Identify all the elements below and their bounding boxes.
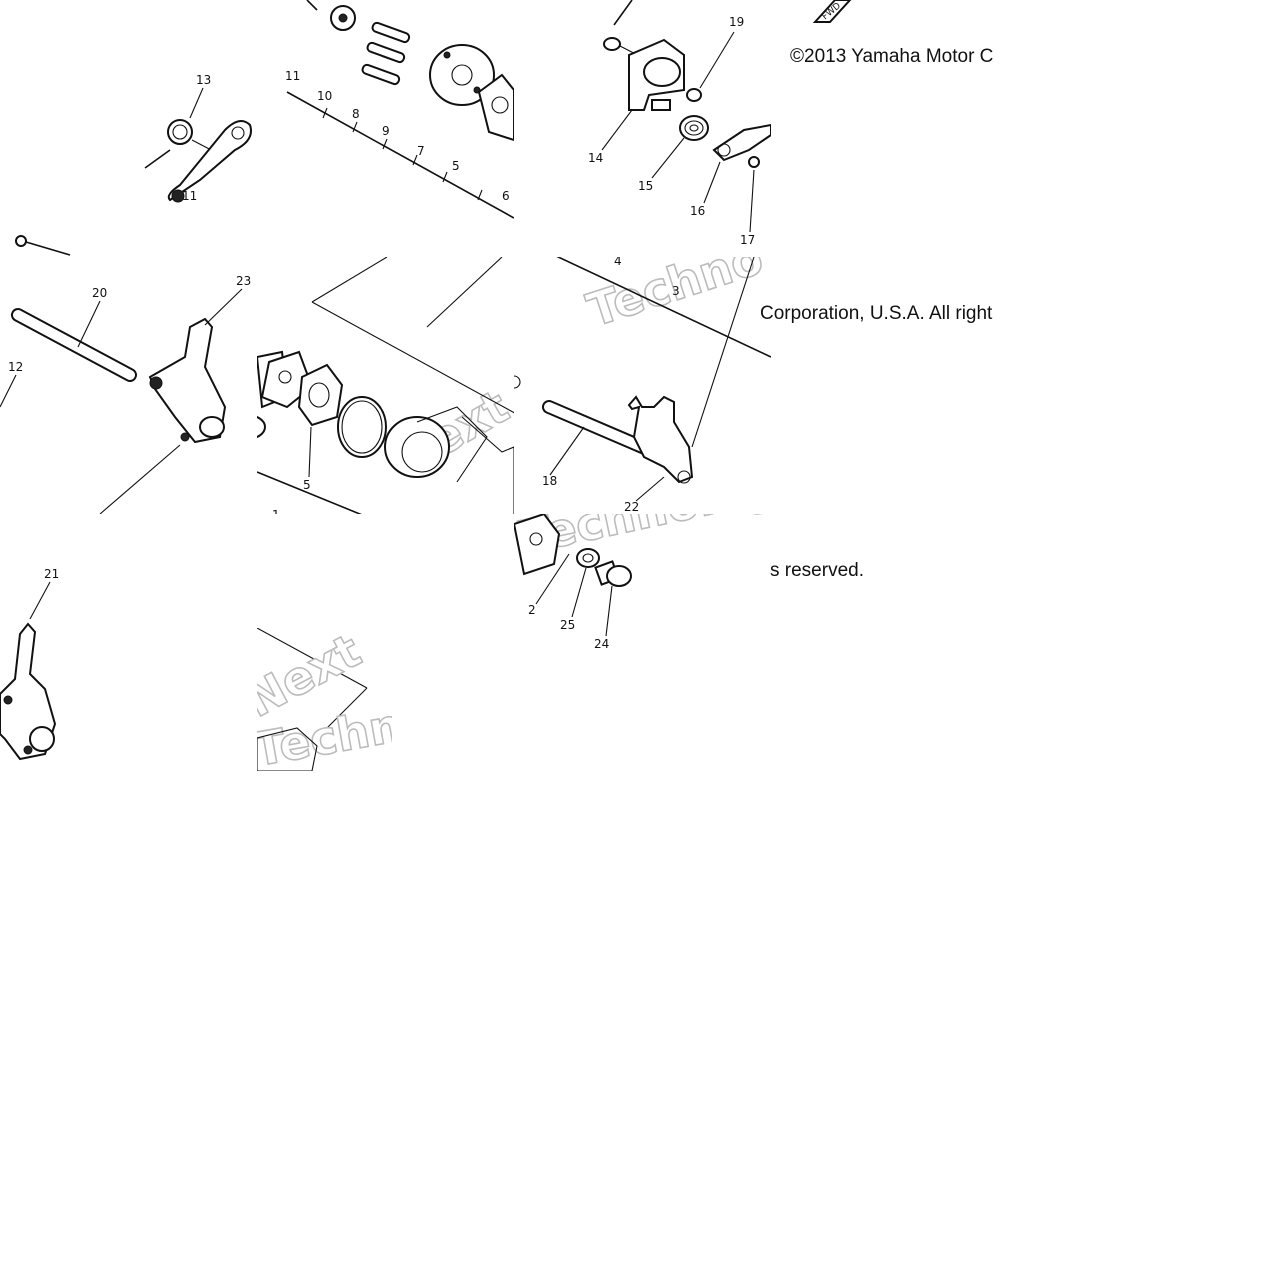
callout-21: 21: [44, 567, 59, 581]
shift-rod-part: [542, 400, 661, 459]
gasket-part: [576, 548, 600, 568]
axis-line: [556, 257, 771, 358]
callout-2: 2: [528, 603, 536, 617]
diagram-tile-bottom-center: Next Technologi: [257, 628, 392, 771]
callout-16: 16: [690, 204, 705, 218]
segment-plate-part: [330, 5, 356, 31]
drum-axis-line: [286, 91, 514, 219]
callout-24: 24: [594, 637, 609, 651]
callout-22: 22: [624, 500, 639, 514]
callout-10: 10: [317, 89, 332, 103]
callout-13: 13: [196, 73, 211, 87]
spring-part: [144, 119, 216, 169]
callout-12: 12: [8, 360, 23, 374]
callout-20: 20: [92, 286, 107, 300]
callout-14: 14: [588, 151, 603, 165]
shift-lever-part: [167, 120, 252, 203]
diagram-tile-top-center: 11 10 8 9 7 5 6: [257, 0, 514, 257]
callout-4: 4: [614, 257, 622, 268]
callout-18: 18: [542, 474, 557, 488]
callout-17: 17: [740, 233, 755, 247]
return-spring-part: [679, 115, 709, 141]
callout-6: 6: [502, 189, 510, 203]
callout-25: 25: [560, 618, 575, 632]
tile-drawing: Next 19 5 1: [257, 257, 514, 514]
callout-5-top: 5: [452, 159, 460, 173]
tile-drawing: 21: [0, 567, 59, 761]
bolt-part: [15, 235, 71, 256]
shift-arm-part: [628, 38, 685, 111]
callout-9: 9: [382, 124, 390, 138]
callout-8: 8: [352, 107, 360, 121]
tile-drawing: Techno 4 3 18 22: [514, 257, 771, 514]
copyright-line-3: s reserved.: [770, 560, 864, 581]
shift-fork-21-part: [0, 622, 57, 761]
callout-23-left: 23: [236, 274, 251, 288]
callout-1: 1: [272, 508, 280, 514]
copyright-line-2: Corporation, U.S.A. All right: [760, 303, 993, 324]
shift-fork-22-part: [627, 395, 694, 484]
shift-fork-part: [148, 317, 227, 444]
bearing-part: [384, 406, 514, 514]
fwd-mark: FWD: [812, 0, 852, 23]
tile-drawing: Technologie 2 25 24: [514, 514, 771, 651]
diagram-tile-mid-right: Techno 4 3 18 22: [514, 257, 771, 514]
callout-11-lever: 11: [182, 189, 197, 203]
diagram-tile-top-left: 13 11: [0, 0, 257, 257]
tile-drawing: 11 10 8 9 7 5 6: [285, 0, 514, 219]
callout-11-pin: 11: [285, 69, 300, 83]
callout-19-top: 19: [729, 15, 744, 29]
diagram-tile-top-right: 19 14 15 16 17: [514, 0, 771, 257]
shift-plate-part: [712, 123, 771, 162]
drain-plug-part: [594, 560, 632, 587]
diagram-tile-bottom-left: 21: [0, 514, 257, 771]
tile-drawing: Next Technologi: [257, 628, 392, 771]
pins-part: [361, 21, 411, 86]
diagram-tile-mid-center: Next 19 5 1: [257, 257, 514, 514]
callout-7: 7: [417, 144, 425, 158]
tile-drawing: 13 11: [15, 73, 252, 256]
callout-15: 15: [638, 179, 653, 193]
diagram-tile-mid-left: 20 23 12: [0, 257, 257, 514]
callout-3: 3: [672, 284, 680, 298]
callout-5-mid: 5: [303, 478, 311, 492]
washer-part: [297, 363, 344, 427]
diagram-tile-drain: Technologie 2 25 24: [514, 514, 771, 654]
copyright-line-1: ©2013 Yamaha Motor C: [790, 46, 994, 67]
tile-drawing: 20 23 12: [0, 274, 251, 514]
guide-bar-part: [11, 308, 137, 382]
tile-drawing: 19 14 15 16 17: [588, 0, 771, 247]
circlip-part: [337, 396, 387, 458]
